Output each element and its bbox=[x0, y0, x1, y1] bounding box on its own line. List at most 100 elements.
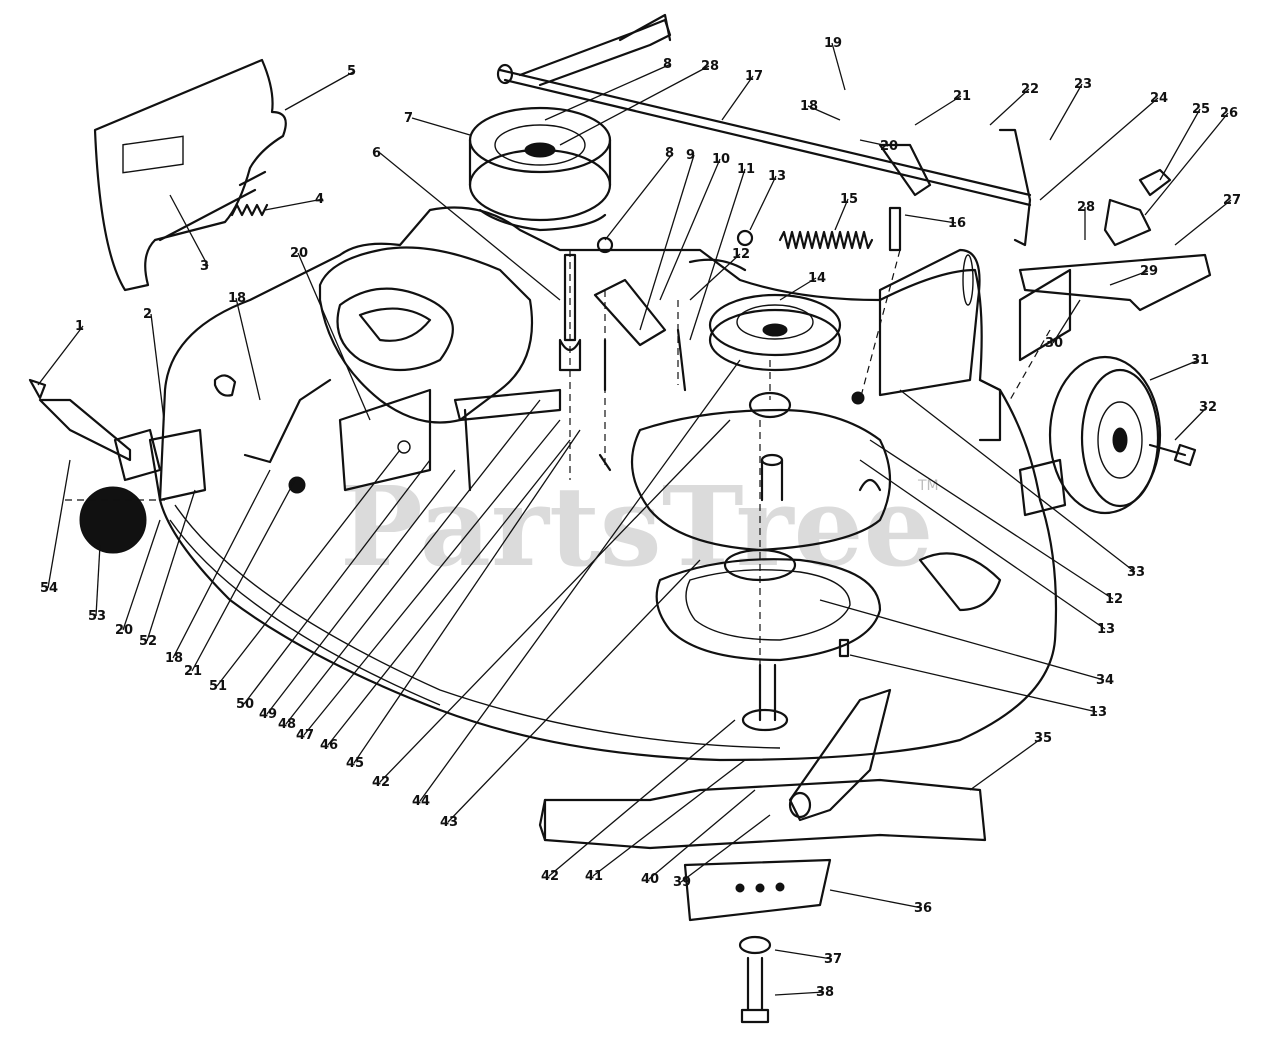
callout-leader-c39 bbox=[680, 814, 771, 883]
lift-rod bbox=[496, 13, 1212, 312]
callout-label-c33: 33 bbox=[1127, 565, 1145, 580]
callout-label-c9: 9 bbox=[686, 148, 695, 163]
callout-leader-c22 bbox=[989, 88, 1030, 126]
callout-label-c5: 5 bbox=[347, 64, 356, 79]
callout-leader-c31 bbox=[1149, 359, 1200, 381]
callout-label-c13b: 13 bbox=[1097, 622, 1115, 637]
callout-label-c21b: 21 bbox=[184, 664, 202, 679]
callout-leader-c4 bbox=[264, 198, 324, 211]
callout-leader-c12a bbox=[689, 253, 741, 301]
callout-leader-c49 bbox=[266, 469, 456, 715]
callout-leader-c46 bbox=[327, 439, 571, 746]
callout-label-c16: 16 bbox=[948, 216, 966, 231]
callout-label-c25: 25 bbox=[1192, 102, 1210, 117]
callout-label-c28b: 28 bbox=[1077, 200, 1095, 215]
callout-leader-c18c bbox=[172, 469, 271, 659]
callout-label-c13c: 13 bbox=[1089, 705, 1107, 720]
callout-leader-c40 bbox=[648, 789, 756, 880]
mower-blade bbox=[538, 688, 987, 850]
callout-leader-c38 bbox=[774, 991, 825, 996]
callout-leader-c9 bbox=[639, 154, 695, 331]
callout-label-c35: 35 bbox=[1034, 731, 1052, 746]
callout-label-c18c: 18 bbox=[165, 651, 183, 666]
callout-leader-c53 bbox=[95, 544, 101, 617]
callout-leader-c17 bbox=[721, 75, 754, 121]
callout-leader-c3 bbox=[169, 194, 209, 267]
callout-label-c14: 14 bbox=[808, 271, 826, 286]
hitch-bracket bbox=[1103, 198, 1152, 247]
callout-leader-c20b bbox=[297, 252, 371, 421]
callout-leader-c42a bbox=[379, 419, 731, 783]
callout-label-c52: 52 bbox=[139, 634, 157, 649]
callout-label-c46: 46 bbox=[320, 738, 338, 753]
callout-leader-c32 bbox=[1174, 406, 1208, 441]
callout-label-c49: 49 bbox=[259, 707, 277, 722]
callout-label-c51: 51 bbox=[209, 679, 227, 694]
wheel-bolt bbox=[1148, 443, 1197, 467]
callout-leader-c42b bbox=[548, 719, 736, 877]
callout-leader-c29 bbox=[1109, 270, 1149, 286]
callout-leader-c5 bbox=[284, 70, 356, 111]
callout-leader-c15 bbox=[834, 198, 849, 231]
callout-label-c40: 40 bbox=[641, 872, 659, 887]
callout-leader-c10 bbox=[659, 158, 721, 301]
callout-label-c32: 32 bbox=[1199, 400, 1217, 415]
callout-label-c6: 6 bbox=[372, 146, 381, 161]
callout-leader-c28a bbox=[559, 65, 710, 146]
callout-leader-c20c bbox=[122, 519, 161, 631]
callout-label-c27: 27 bbox=[1223, 193, 1241, 208]
callout-label-c30: 30 bbox=[1045, 336, 1063, 351]
callout-leader-c36 bbox=[829, 889, 923, 909]
callout-leader-c47 bbox=[303, 419, 561, 736]
callout-label-c20a: 20 bbox=[880, 139, 898, 154]
callout-label-c13a: 13 bbox=[768, 169, 786, 184]
callout-leader-c7 bbox=[411, 117, 471, 136]
callout-leader-c21a bbox=[914, 95, 962, 126]
callout-label-c38: 38 bbox=[816, 985, 834, 1000]
callout-label-c4: 4 bbox=[315, 192, 324, 207]
callout-leader-c11 bbox=[689, 168, 746, 341]
callout-leader-c18a bbox=[807, 105, 841, 121]
assembly-line bbox=[65, 249, 1051, 720]
callout-label-c28a: 28 bbox=[701, 59, 719, 74]
callout-leader-c33 bbox=[899, 389, 1136, 573]
callout-leader-c41 bbox=[592, 759, 746, 877]
callout-label-c1: 1 bbox=[75, 319, 84, 334]
callout-label-c50: 50 bbox=[236, 697, 254, 712]
callout-leader-c23 bbox=[1049, 83, 1083, 141]
callout-leader-c18b bbox=[235, 297, 261, 401]
callout-label-c19: 19 bbox=[824, 36, 842, 51]
idler-pulley bbox=[468, 106, 612, 232]
callout-label-c23: 23 bbox=[1074, 77, 1092, 92]
callout-leader-c21b bbox=[191, 479, 296, 672]
callout-label-c3: 3 bbox=[200, 259, 209, 274]
callout-label-c31: 31 bbox=[1191, 353, 1209, 368]
callout-leader-c50 bbox=[243, 459, 431, 705]
callout-label-c2: 2 bbox=[143, 307, 152, 322]
callout-leader-c14 bbox=[779, 277, 817, 301]
callout-label-c11: 11 bbox=[737, 162, 755, 177]
callout-label-c26: 26 bbox=[1220, 106, 1238, 121]
callout-label-c10: 10 bbox=[712, 152, 730, 167]
callout-label-c29: 29 bbox=[1140, 264, 1158, 279]
blade-bolt bbox=[740, 956, 770, 1024]
callout-leader-c13a bbox=[749, 175, 777, 231]
callout-label-c24: 24 bbox=[1150, 91, 1168, 106]
callout-leader-c51 bbox=[216, 449, 401, 687]
callout-leader-c1 bbox=[37, 325, 84, 386]
callout-label-c12b: 12 bbox=[1105, 592, 1123, 607]
callout-leader-c19 bbox=[831, 42, 846, 91]
callout-label-c36: 36 bbox=[914, 901, 932, 916]
watermark-trademark: TM bbox=[917, 478, 939, 494]
idler-spring bbox=[778, 230, 874, 250]
callout-label-c18b: 18 bbox=[228, 291, 246, 306]
callout-leader-c6 bbox=[379, 152, 561, 301]
callout-leader-c24 bbox=[1039, 97, 1159, 201]
callout-label-c54: 54 bbox=[40, 581, 58, 596]
callout-label-c20b: 20 bbox=[290, 246, 308, 261]
callout-label-c20c: 20 bbox=[115, 623, 133, 638]
watermark-text: PartsTree bbox=[340, 462, 934, 591]
callout-label-c39: 39 bbox=[673, 875, 691, 890]
callout-label-c45: 45 bbox=[346, 756, 364, 771]
